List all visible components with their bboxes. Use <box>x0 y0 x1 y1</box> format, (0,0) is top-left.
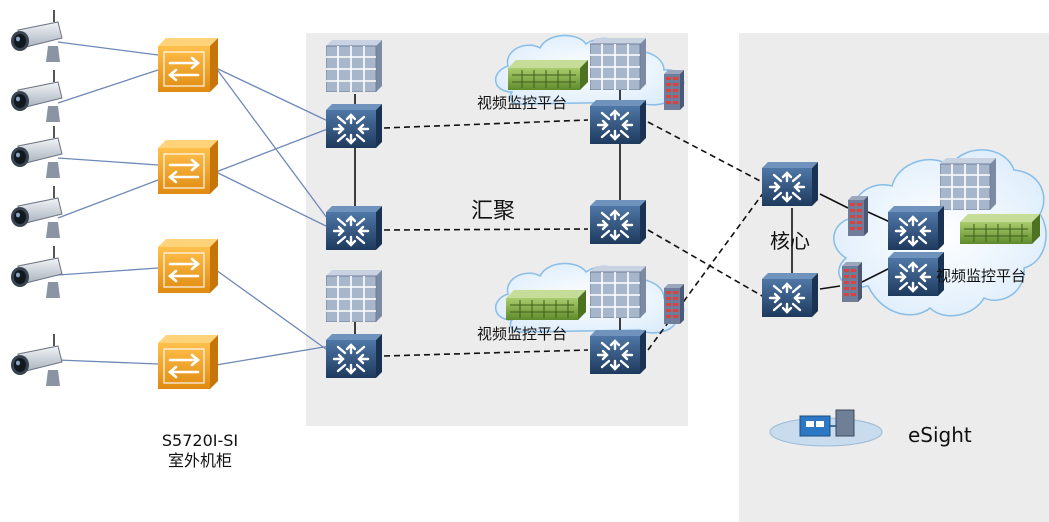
platform-label: 视频监控平台 <box>477 94 567 112</box>
network-management-icon <box>769 409 883 447</box>
firewall-icon <box>664 284 684 324</box>
ip-camera-icon <box>10 10 63 62</box>
video-wall-icon <box>590 38 646 90</box>
ip-camera-icon <box>10 246 63 298</box>
ip-camera-icon <box>10 186 63 238</box>
layer3-switch-icon <box>590 100 646 144</box>
layer3-switch-icon <box>888 206 944 250</box>
layer3-switch-icon <box>326 104 382 148</box>
video-wall-icon <box>940 158 996 210</box>
layer3-switch-icon <box>762 162 818 206</box>
ip-camera-icon <box>10 334 63 386</box>
outdoor-access-switch-icon <box>158 239 218 293</box>
camera-links <box>57 41 331 366</box>
platform-label: 视频监控平台 <box>936 267 1026 285</box>
outdoor-access-switch-icon <box>158 140 218 194</box>
aggregation-label: 汇聚 <box>471 199 515 224</box>
ip-camera-icon <box>10 70 63 122</box>
platform-label: 视频监控平台 <box>477 325 567 343</box>
solid-links <box>354 88 891 334</box>
video-wall-icon <box>590 266 646 318</box>
outdoor-access-switch-icon <box>158 38 218 92</box>
layer3-switch-icon <box>590 330 646 374</box>
storage-array-icon <box>960 214 1040 244</box>
firewall-icon <box>848 196 868 236</box>
video-wall-icon <box>326 40 382 92</box>
cabinet-label: 室外机柜 <box>168 451 232 470</box>
switch-model-label: S5720I-SI <box>162 431 238 450</box>
esight-label: eSight <box>908 423 972 447</box>
outdoor-access-switch-icon <box>158 335 218 389</box>
video-wall-icon <box>326 270 382 322</box>
storage-array-icon <box>508 60 588 90</box>
storage-array-icon <box>506 290 586 320</box>
ip-camera-icon <box>10 126 63 178</box>
layer3-switch-icon <box>762 273 818 317</box>
layer3-switch-icon <box>326 206 382 250</box>
layer3-switch-icon <box>590 200 646 244</box>
layer3-switch-icon <box>326 334 382 378</box>
firewall-icon <box>664 70 684 110</box>
firewall-icon <box>842 262 862 302</box>
core-label: 核心 <box>770 229 810 253</box>
